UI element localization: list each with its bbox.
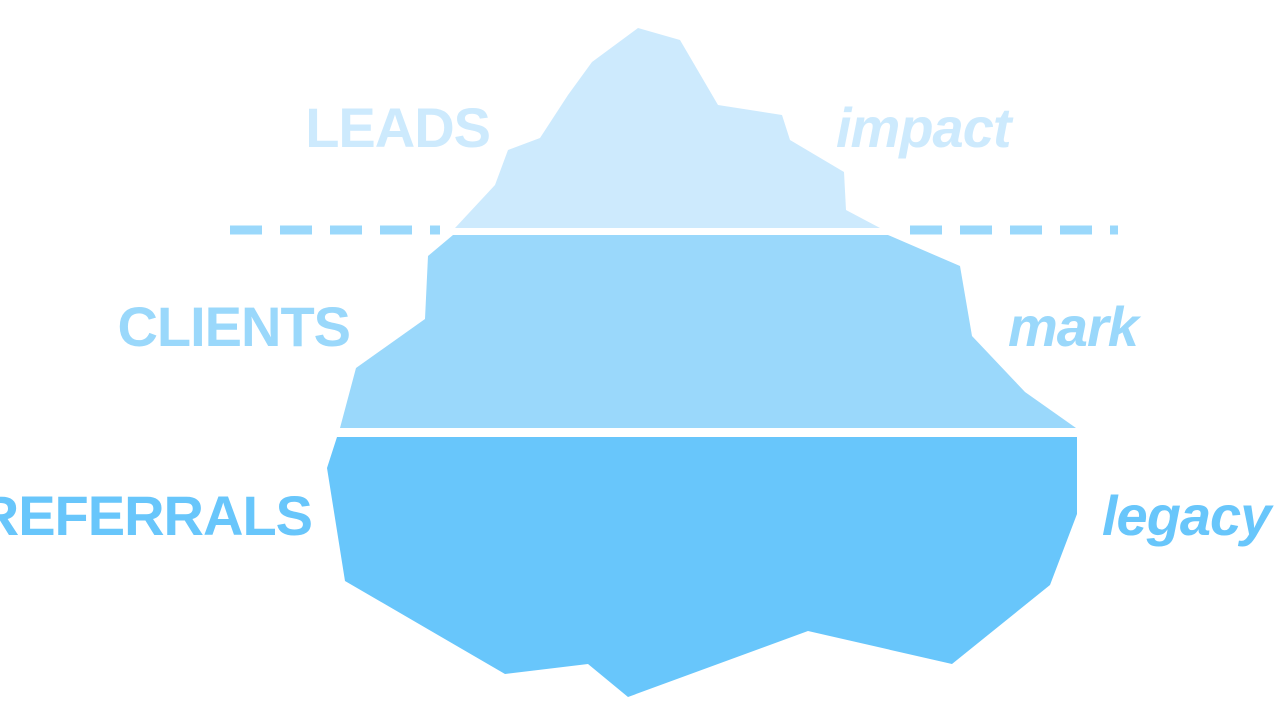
iceberg-middle [340,235,1076,428]
layer-label-mark: mark [1008,295,1142,358]
iceberg-base [327,437,1077,697]
layer-label-clients: CLIENTS [117,295,350,358]
layer-label-leads: LEADS [305,96,490,159]
iceberg-tip [455,28,880,228]
layer-label-referrals: REFERRALS [0,484,312,547]
layer-label-legacy: legacy [1102,484,1274,547]
layer-label-impact: impact [836,96,1014,159]
